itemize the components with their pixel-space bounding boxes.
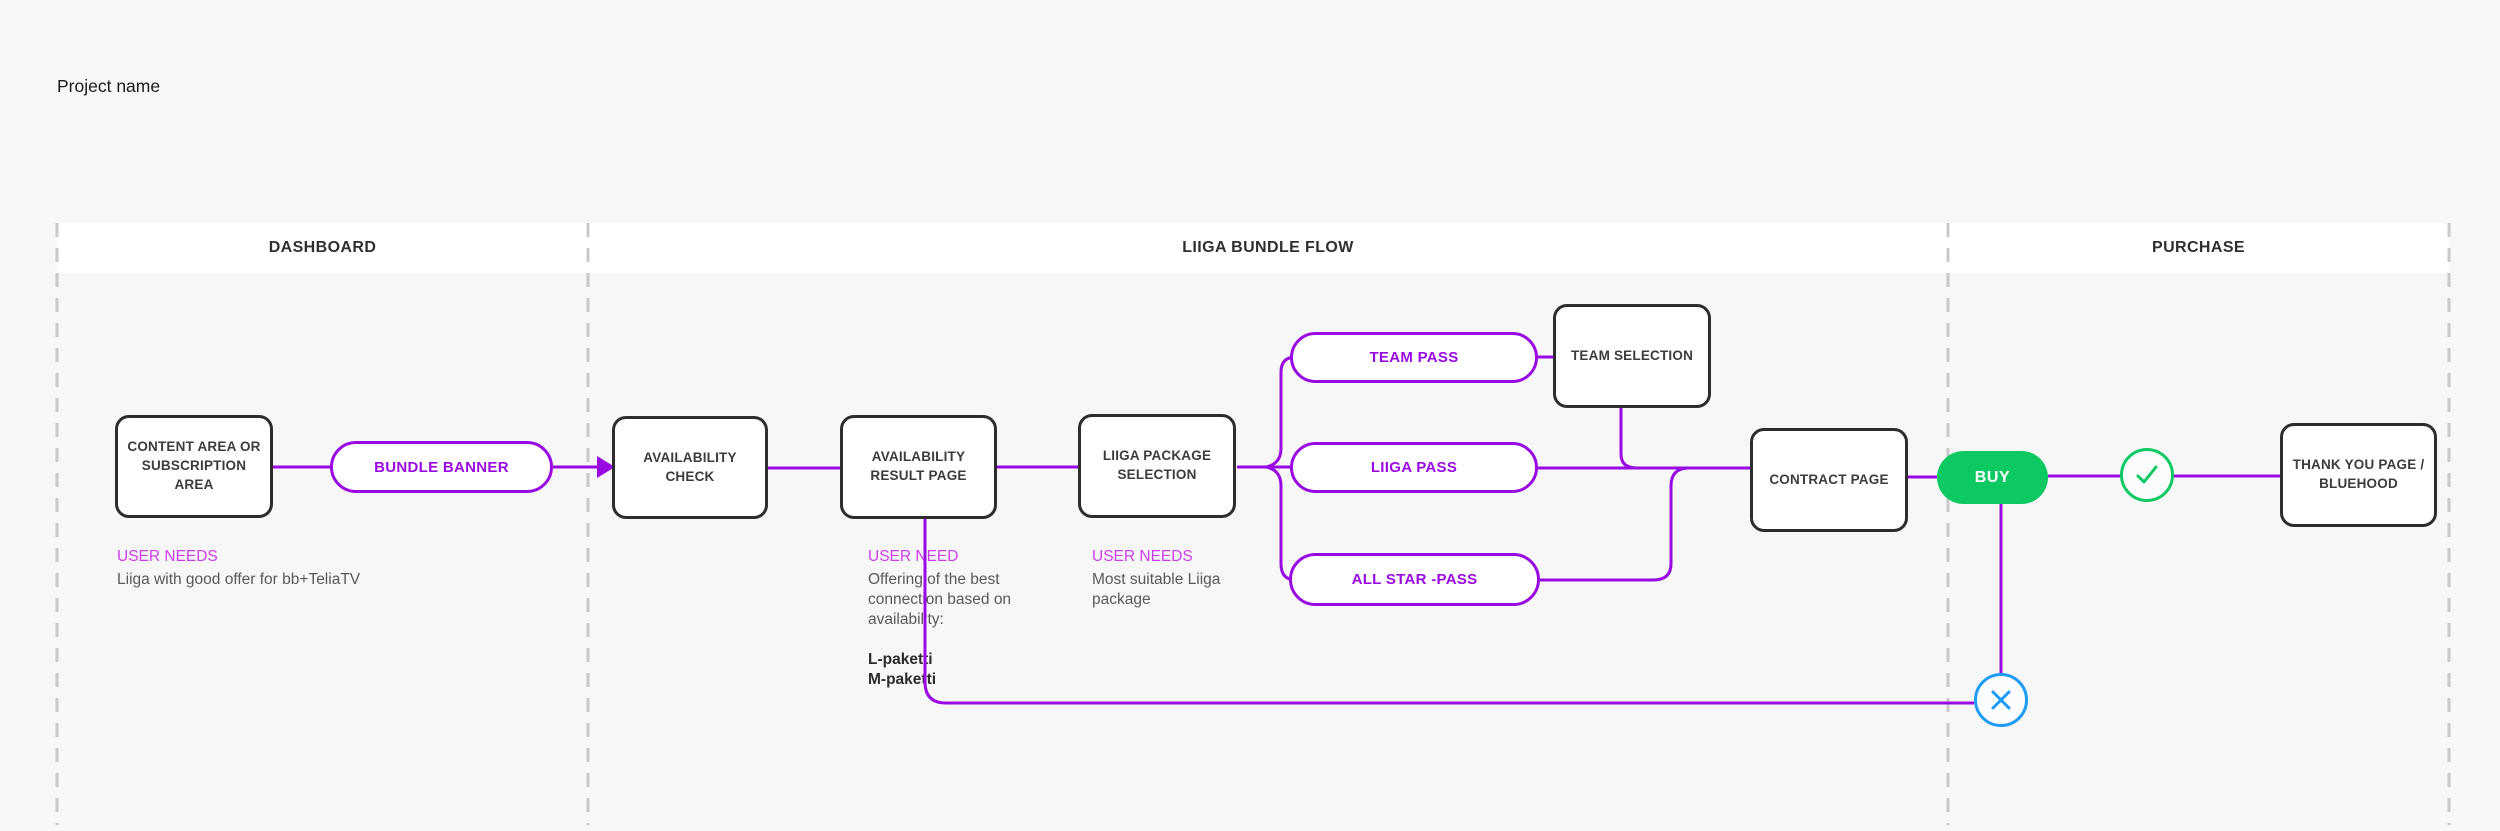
close-circle-icon [1991,690,2011,710]
lane-label-purchase: PURCHASE [2152,239,2245,256]
node-label: TEAM PASS [1369,349,1459,366]
node-availability-result-page[interactable]: AVAILABILITY RESULT PAGE [840,415,997,519]
lane-dividers [55,223,2451,825]
annotation-body: Most suitable Liiga package [1092,571,1221,608]
connector-teamselection-to-main [1619,408,1638,470]
connector-branch-to-allstar [1265,465,1297,582]
annotation-package: USER NEEDS Most suitable Liiga package [1092,547,1250,610]
annotation-dashboard: USER NEEDS Liiga with good offer for bb+… [117,547,360,590]
node-liiga-package-selection[interactable]: LIIGA PACKAGE SELECTION [1078,414,1236,518]
node-liiga-pass[interactable]: LIIGA PASS [1290,442,1538,493]
node-label: AVAILABILITY RESULT PAGE [870,449,967,483]
node-label: ALL STAR -PASS [1351,571,1478,588]
buy-button[interactable]: BUY [1937,451,2048,504]
lane-label-liiga-bundle-flow: LIIGA BUNDLE FLOW [1182,239,1354,256]
node-team-selection[interactable]: TEAM SELECTION [1553,304,1711,408]
annotation-body: Liiga with good offer for bb+TeliaTV [117,571,361,588]
annotation-body: Offering of the best connection based on… [868,571,1012,628]
node-all-star-pass[interactable]: ALL STAR -PASS [1289,553,1540,606]
node-label: CONTRACT PAGE [1769,471,1889,487]
package-item: L-paketti [868,651,933,668]
node-label: BUNDLE BANNER [374,458,509,476]
package-item: M-paketti [868,671,937,688]
node-label: LIIGA PACKAGE SELECTION [1102,448,1212,482]
page-title: Project name [57,76,161,96]
node-label: LIIGA PASS [1370,459,1458,476]
annotation-title: USER NEEDS [1092,548,1193,565]
node-label: THANK YOU PAGE / BLUEHOOD [2292,457,2425,491]
purchase-failure-node[interactable] [1974,673,2028,727]
connector-allstar-to-main [1540,466,1690,582]
annotation-title: USER NEEDS [117,548,218,565]
node-label: BUY [1974,468,2011,486]
annotation-packages: L-paketti M-paketti [868,650,1040,690]
node-availability-check[interactable]: AVAILABILITY CHECK [612,416,768,519]
purchase-success-node[interactable] [2120,448,2174,502]
node-label: TEAM SELECTION [1570,347,1694,363]
node-contract-page[interactable]: CONTRACT PAGE [1750,428,1908,532]
lane-label-dashboard: DASHBOARD [268,239,377,256]
node-label: AVAILABILITY CHECK [643,449,737,484]
flow-connectors [273,355,2280,705]
check-circle-icon [2136,465,2158,484]
connector-branch-to-teampass [1265,355,1297,469]
annotation-availability: USER NEED Offering of the best connectio… [868,547,1040,690]
connector-failure-back-to-result [923,519,1974,705]
node-content-area[interactable]: CONTENT AREA OR SUBSCRIPTION AREA [115,415,273,518]
lane-header-band [57,223,2449,273]
node-label: CONTENT AREA OR SUBSCRIPTION AREA [127,439,261,492]
node-team-pass[interactable]: TEAM PASS [1290,332,1538,383]
annotation-title: USER NEED [868,548,959,565]
node-bundle-banner[interactable]: BUNDLE BANNER [330,441,553,493]
node-thank-you-page[interactable]: THANK YOU PAGE / BLUEHOOD [2280,423,2437,527]
